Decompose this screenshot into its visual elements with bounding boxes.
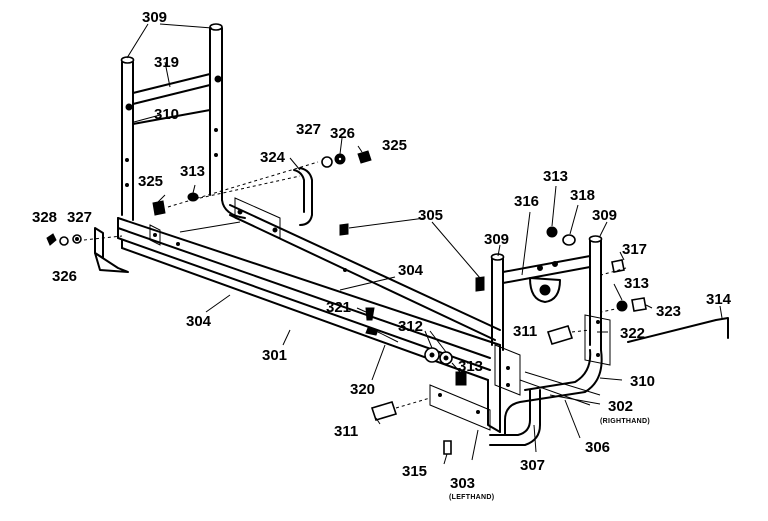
label-313a: 313 [180,163,205,180]
label-311a: 311 [334,423,358,440]
left-handle-frame [120,23,246,221]
sublabel-lefthand: (LEFTHAND) [449,494,494,501]
label-302: 302 [608,398,633,415]
label-307: 307 [520,457,545,474]
label-313c: 313 [543,168,568,185]
right-handle-frame [429,235,611,446]
label-312: 312 [398,318,423,335]
label-322: 322 [620,325,645,342]
label-303: 303 [450,475,475,492]
fasteners [46,150,729,455]
label-318: 318 [570,187,595,204]
label-310b: 310 [630,373,655,390]
label-311b: 311 [513,323,537,340]
label-313b: 313 [458,358,483,375]
part-labels: 309 319 310 327 326 325 324 325 313 328 … [32,9,732,501]
label-301: 301 [262,347,287,364]
label-319: 319 [154,54,179,71]
label-317: 317 [622,241,647,258]
label-313d: 313 [624,275,649,292]
label-320: 320 [350,381,375,398]
label-327b: 327 [296,121,321,138]
label-314: 314 [706,291,732,308]
bracket-324 [293,167,313,226]
label-316: 316 [514,193,539,210]
label-306: 306 [585,439,610,456]
label-326b: 326 [330,125,355,142]
label-323: 323 [656,303,681,320]
label-321: 321 [326,299,351,316]
label-309b: 309 [484,231,509,248]
label-326a: 326 [52,268,77,285]
label-305: 305 [418,207,443,224]
label-309a: 309 [142,9,167,26]
base-channel-frame [117,197,501,433]
label-309c: 309 [592,207,617,224]
label-310a: 310 [154,106,179,123]
label-325a: 325 [138,173,163,190]
label-327a: 327 [67,209,92,226]
label-325b: 325 [382,137,407,154]
sublabel-righthand: (RIGHTHAND) [600,418,650,425]
label-328: 328 [32,209,57,226]
label-324: 324 [260,149,286,166]
label-304b: 304 [398,262,424,279]
label-304a: 304 [186,313,212,330]
leader-lines [126,23,723,465]
alignment-lines [83,161,627,409]
label-315: 315 [402,463,427,480]
